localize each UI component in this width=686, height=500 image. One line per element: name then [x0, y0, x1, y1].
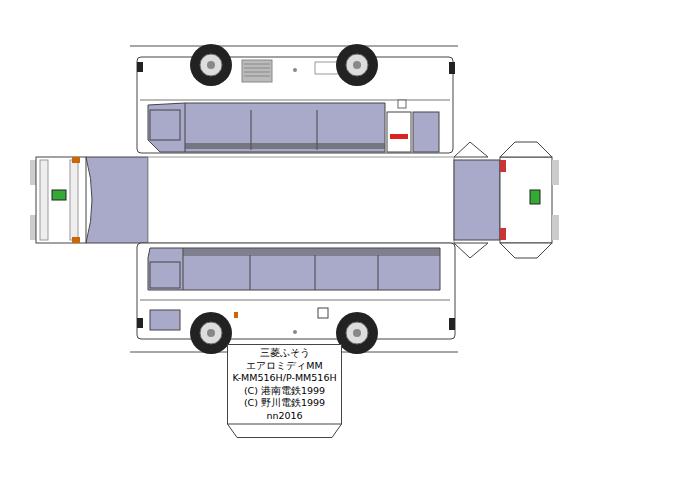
label-line: (C) 港南電鉄1999 — [227, 385, 342, 398]
glue-tab-box: 三菱ふそうエアロミディMMK-MM516H/P-MM516H(C) 港南電鉄19… — [227, 344, 342, 438]
fold-line — [227, 424, 342, 425]
label-line: 三菱ふそう — [227, 347, 342, 360]
label-line: K-MM516H/P-MM516H — [227, 372, 342, 385]
tab-path — [228, 345, 342, 438]
label-line: nn2016 — [227, 410, 342, 423]
label-line: (C) 野川電鉄1999 — [227, 397, 342, 410]
label-line: エアロミディMM — [227, 360, 342, 373]
